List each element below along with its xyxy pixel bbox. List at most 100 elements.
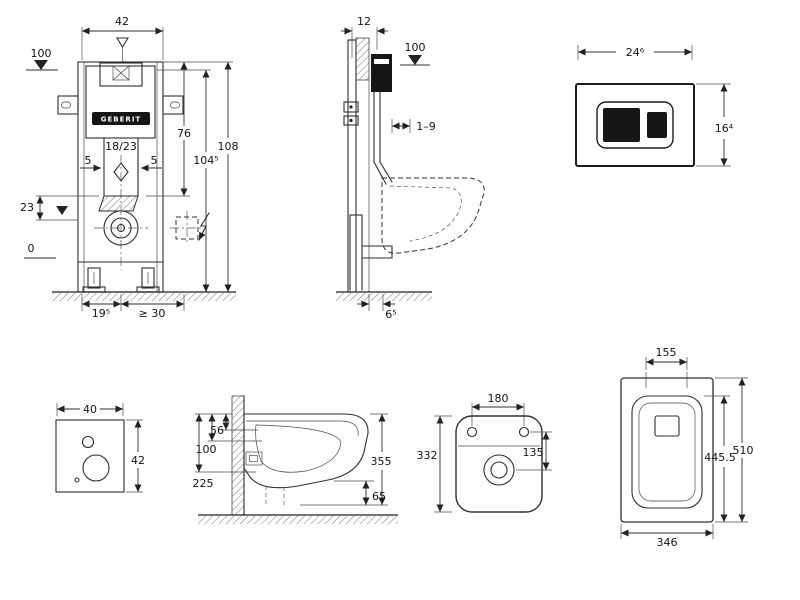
dim-135: 135 [516,431,552,471]
electrical-outlet-box [170,211,210,245]
wc-top-view: 155 510 445.5 346 [620,346,754,549]
dim-label-65: 65 [372,490,386,503]
dim-bottom: 19⁵ ≥ 30 [81,294,185,320]
dim-label-155: 155 [656,346,677,359]
dim-hole-spacing-155: 155 [645,346,688,370]
dim-heights-right: 76 104⁵ 108 [146,61,239,292]
flush-opening [654,415,680,437]
dim-label-346: 346 [657,536,678,549]
dim-adjust-1-9: 1–9 [391,119,436,133]
flush-pipe-side [373,91,393,185]
wc-bowl-line [255,424,342,473]
dim-label-225: 225 [193,477,214,490]
wc-mount-detail [245,451,263,466]
dim-pad-height: 42 [126,419,145,493]
level-marker-0: 0 [24,242,56,259]
wall-hatch-side [231,395,245,516]
wc-front-outline [455,415,543,513]
dim-label-19-5: 19⁵ [92,307,110,320]
dim-label-5-left: 5 [85,154,92,167]
ground-hatch [198,514,398,524]
level-triangle-icon [408,55,422,65]
dim-label-104-5: 104⁵ [193,154,218,167]
level-marker-100-side: 100 [400,41,430,66]
dim-65: 65 [334,480,386,505]
frame-upright [347,39,357,293]
dim-label-23: 23 [20,201,34,214]
cistern-section [371,54,392,92]
dim-label-332: 332 [417,449,438,462]
dim-label-5-right: 5 [151,154,158,167]
frame-feet [82,267,160,293]
dim-depth-510: 510 [715,377,754,523]
brand-label: GEBERIT [101,116,141,124]
dim-label-40: 40 [83,403,97,416]
dim-332: 332 [417,415,452,513]
outlet-bend-hatched [98,195,139,212]
bowl-rim-inner [638,402,696,502]
drain-outer [483,454,515,486]
dim-label-1-9: 1–9 [416,120,436,133]
dim-inner-depth-445-5: 445.5 [704,395,736,522]
drain-inner [490,461,508,479]
pad-hole-large [82,454,110,482]
flash-icon [198,212,210,241]
level-marker-100: 100 [26,47,58,71]
dim-outlet-6-5: 6⁵ [357,294,397,321]
fixing-hole-right [518,426,530,438]
dim-label-24-6: 24⁶ [626,46,645,59]
sound-pad-view: 40 42 [55,403,145,493]
geberit-logo: GEBERIT [92,112,150,125]
dim-label-510: 510 [733,444,754,457]
dim-label-100-side: 100 [405,41,426,54]
dim-outlet-drop-23: 23 [20,195,99,221]
dim-label-min-30: ≥ 30 [139,307,166,320]
cistern-side-view: 12 100 1–9 [336,15,485,321]
pad-outline [55,419,125,493]
dim-label-42-pad: 42 [131,454,145,467]
bowl-rim-outer [631,395,703,509]
button-bezel [596,101,674,149]
dim-label-18-23: 18/23 [105,140,137,153]
dims-wall-offsets: 56 100 225 [193,413,262,490]
wc-pan-dashed-bowl [389,185,462,242]
dim-label-6-5: 6⁵ [385,308,396,321]
dim-label-135: 135 [523,446,544,459]
fixing-hole-left [466,426,478,438]
floor-hatch [52,291,236,301]
dim-label-108: 108 [218,140,239,153]
dim-label-355: 355 [371,455,392,468]
wc-mount-slot [249,455,258,462]
cistern-tank [85,62,156,139]
dim-width-42: 42 [81,15,164,62]
flush-plate-view: 24⁶ 16⁴ [575,45,734,167]
floor-hatch-side [336,291,432,301]
dim-label-42: 42 [115,15,129,28]
dim-label-180: 180 [488,392,509,405]
flush-pipe: 18/23 5 5 [80,137,162,197]
wc-front-view: 180 135 332 [417,392,552,513]
wall-brackets [57,95,184,115]
dim-label-76: 76 [177,127,191,140]
dim-plate-height: 16⁴ [696,83,734,167]
flush-plate-outline [575,83,695,167]
dim-label-0: 0 [28,242,35,255]
dim-label-16-4: 16⁴ [715,122,734,135]
wc-rim-line [246,420,359,437]
level-triangle-icon [56,206,68,215]
dim-pad-width: 40 [56,403,124,416]
small-flush-button [647,112,667,138]
big-flush-button [603,108,640,142]
outlet-pipe-side [349,214,393,291]
trap-connection [103,210,139,246]
wc-side-view: 56 100 225 355 65 [193,395,398,524]
dim-label-100: 100 [31,47,52,60]
wc-top-outline [620,377,714,523]
wall-hatch [355,37,370,81]
cistern-front-view: 42 100 GEBERIT [20,15,239,320]
dim-label-445-5: 445.5 [704,451,736,464]
dim-label-12: 12 [357,15,371,28]
wc-pan-profile [243,413,369,489]
